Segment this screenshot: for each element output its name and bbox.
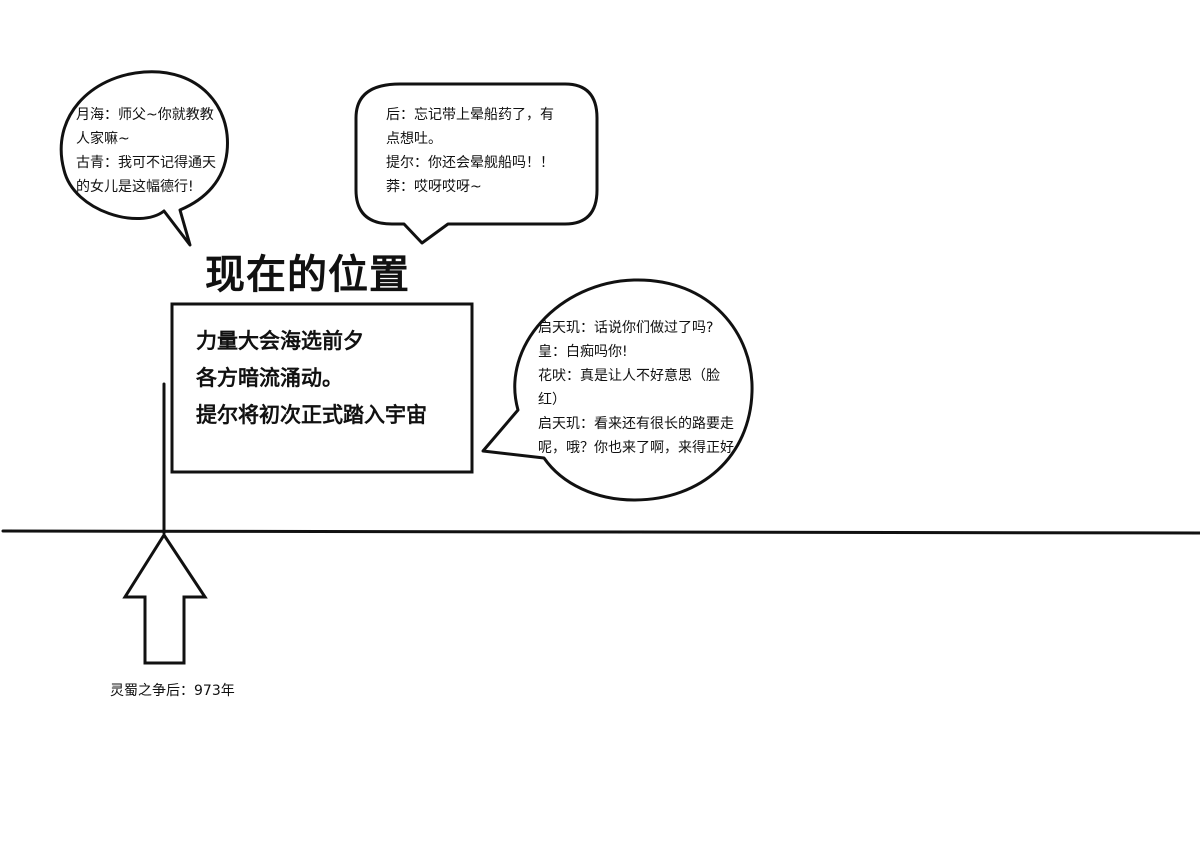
dialogue-line: 花吠：真是让人不好意思（脸 [538,368,720,384]
dialogue-line: 红） [538,392,566,408]
dialogue-line: 人家嘛~ [76,131,130,147]
event-line: 力量大会海选前夕 [196,329,364,353]
dialogue-line: 月海：师父~你就教教 [76,107,214,123]
dialogue-line: 莽：哎呀哎呀~ [386,179,482,195]
dialogue-line: 的女儿是这幅德行! [76,179,194,195]
dialogue-line: 启天玑：话说你们做过了吗? [538,320,714,336]
timeline-marker-label: 灵蜀之争后：973年 [110,683,235,699]
speech-bubble-top [354,82,599,245]
dialogue-line: 点想吐。 [386,131,442,147]
event-box-border [170,302,474,474]
dialogue-line: 后：忘记带上晕船药了，有 [386,107,554,123]
page-title: 现在的位置 [205,252,410,298]
dialogue-line: 提尔：你还会晕舰船吗！！ [386,155,554,171]
speech-bubble-top-text: 后：忘记带上晕船药了，有 点想吐。 提尔：你还会晕舰船吗！！ 莽：哎呀哎呀~ [386,103,554,199]
dialogue-line: 古青：我可不记得通天 [76,155,216,171]
event-box-text: 力量大会海选前夕 各方暗流涌动。 提尔将初次正式踏入宇宙 [196,323,427,434]
dialogue-line: 呢，哦？你也来了啊，来得正好 [538,440,734,456]
speech-bubble-left [59,70,229,247]
dialogue-line: 皇：白痴吗你! [538,344,628,360]
speech-bubble-right [481,278,754,502]
event-line: 提尔将初次正式踏入宇宙 [196,403,427,427]
dialogue-line: 启天玑：看来还有很长的路要走 [538,416,734,432]
speech-bubble-right-text: 启天玑：话说你们做过了吗? 皇：白痴吗你! 花吠：真是让人不好意思（脸 红） 启… [538,316,738,460]
event-line: 各方暗流涌动。 [196,366,343,390]
up-arrow-icon [122,532,208,665]
speech-bubble-left-text: 月海：师父~你就教教 人家嘛~ 古青：我可不记得通天 的女儿是这幅德行! [76,103,216,199]
timeline-axis [1,529,1200,535]
